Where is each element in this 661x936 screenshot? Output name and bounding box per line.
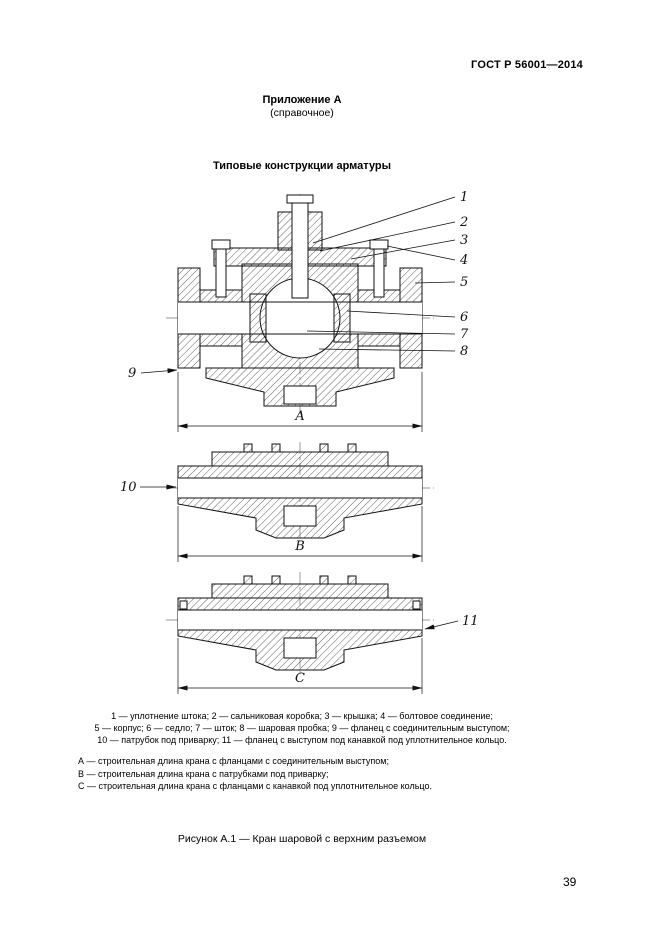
dimension-legend: А — строительная длина крана с фланцами … (78, 755, 432, 793)
leader-4 (386, 245, 456, 261)
body-slab (177, 597, 423, 671)
leader-5 (414, 281, 456, 284)
callout-9: 9 (128, 366, 136, 381)
leader-1 (312, 196, 456, 244)
bottom-boss (283, 505, 317, 527)
stud (243, 575, 253, 585)
legend-line-1: 1 — уплотнение штока; 2 — сальниковая ко… (111, 711, 493, 721)
stud (319, 575, 329, 585)
callout-8: 8 (460, 344, 468, 359)
packing-box-right (307, 211, 323, 251)
seal-ring-groove-right (412, 600, 421, 610)
seat-right (333, 293, 351, 343)
dim-letter-a: А (294, 409, 305, 424)
bottom-boss (283, 637, 317, 659)
view-c-groove-flange-valve: 11 С (166, 572, 479, 694)
dim-letter-c: С (295, 671, 305, 686)
bolt-head-right (369, 239, 389, 250)
bolt-shaft-left (215, 248, 227, 298)
leader-6 (346, 310, 456, 318)
appendix-subtitle: (справочное) (270, 107, 334, 119)
bore-cavity (178, 610, 422, 630)
stud (347, 575, 357, 585)
leader-8 (318, 348, 456, 352)
stud (271, 575, 281, 585)
body-slab (177, 465, 423, 539)
stem-head (286, 194, 314, 204)
callout-3: 3 (460, 233, 468, 248)
seat-left (249, 293, 267, 343)
document-code: ГОСТ Р 56001—2014 (471, 59, 583, 71)
callout-7: 7 (460, 327, 469, 342)
bottom-boss (283, 385, 317, 405)
leader-11 (424, 620, 459, 630)
seal-ring-groove-left (179, 600, 188, 610)
figure-legend: 1 — уплотнение штока; 2 — сальниковая ко… (0, 710, 604, 746)
leader-7 (306, 330, 456, 335)
stud (319, 443, 329, 453)
dimension-legend-line-a: А — строительная длина крана с фланцами … (78, 756, 389, 766)
callout-5: 5 (460, 275, 468, 290)
callout-6: 6 (460, 310, 468, 325)
callout-11: 11 (462, 614, 479, 629)
callout-10: 10 (120, 480, 137, 495)
dimension-legend-line-b: В — строительная длина крана с патрубкам… (78, 768, 329, 779)
top-flange-band (211, 583, 389, 599)
stud (347, 443, 357, 453)
bolt-shaft-right (373, 248, 385, 298)
section-title: Типовые конструкции арматуры (212, 160, 392, 172)
page-number: 39 (563, 875, 577, 889)
stem (291, 201, 309, 299)
leader-2 (319, 221, 456, 252)
bore-cavity (178, 478, 422, 498)
packing-box-left (277, 211, 293, 251)
view-b-weld-end-valve: 10 В (120, 442, 434, 562)
dim-letter-b: В (294, 539, 305, 554)
legend-line-2: 5 — корпус; 6 — седло; 7 — шток; 8 — шар… (94, 723, 510, 733)
callout-4: 4 (459, 253, 468, 268)
top-flange-band (211, 451, 389, 467)
legend-line-3: 10 — патрубок под приварку; 11 — фланец … (97, 735, 507, 745)
stud (243, 443, 253, 453)
leader-9 (140, 368, 178, 374)
view-a-flanged-valve: 1 2 3 4 5 6 7 8 9 А (128, 190, 469, 432)
dimension-legend-line-c: С — строительная длина крана с фланцами … (78, 781, 432, 791)
callout-1: 1 (460, 190, 468, 205)
figure-caption: Рисунок А.1 — Кран шаровой с верхним раз… (177, 833, 427, 845)
appendix-title: Приложение А (262, 94, 342, 106)
callout-2: 2 (459, 215, 468, 230)
stud (271, 443, 281, 453)
bolt-head-left (211, 239, 231, 250)
